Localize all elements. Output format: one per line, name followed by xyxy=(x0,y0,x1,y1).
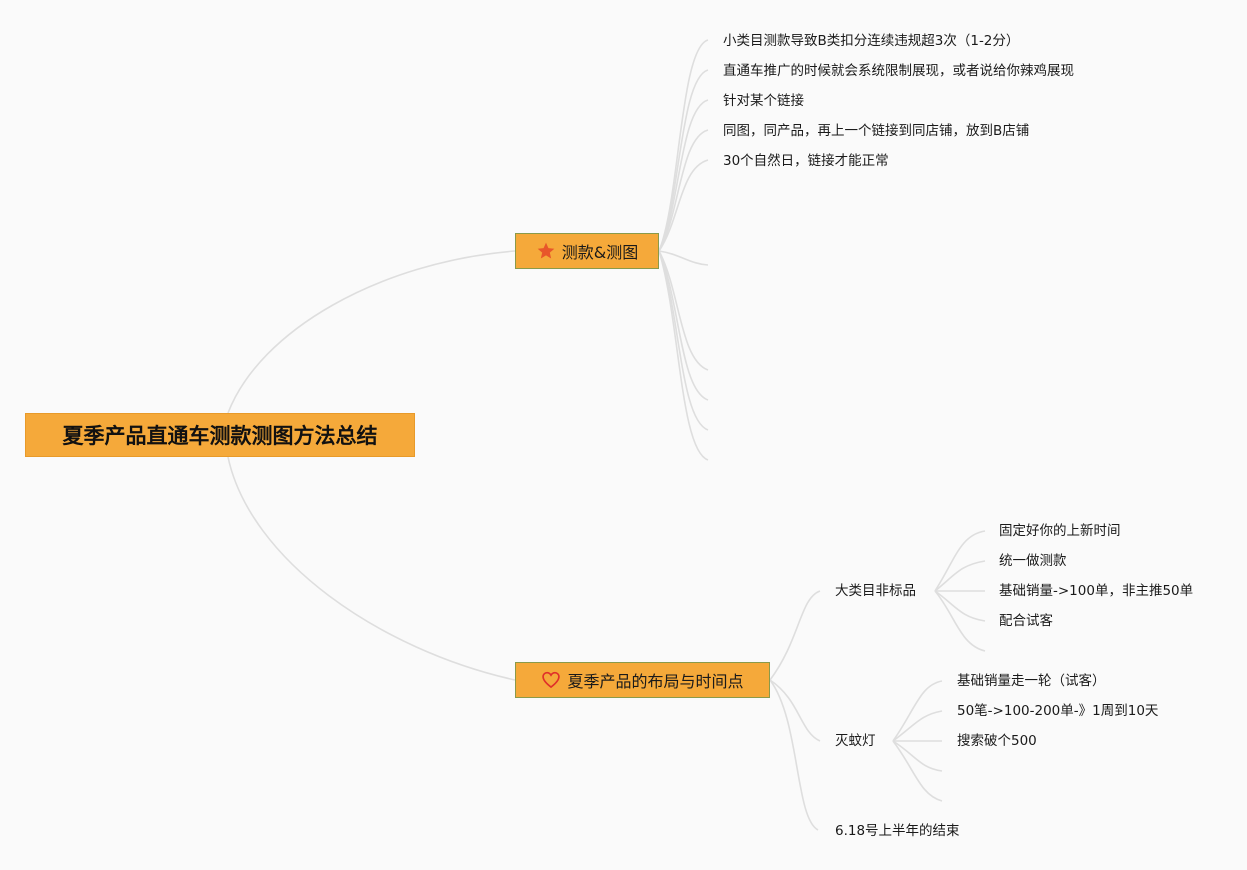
leaf-item[interactable]: 基础销量走一轮（试客） xyxy=(957,673,1106,689)
link-root-b2 xyxy=(227,456,516,681)
leaf-item[interactable]: 基础销量->100单，非主推50单 xyxy=(999,583,1194,599)
leaf-item[interactable]: 搜索破个500 xyxy=(957,733,1037,749)
link-b1-empty3 xyxy=(658,250,709,401)
root-label: 夏季产品直通车测款测图方法总结 xyxy=(62,424,378,448)
leaf-item[interactable]: 小类目测款导致B类扣分连续违规超3次（1-2分） xyxy=(723,33,1020,49)
link-b1-empty1 xyxy=(658,250,709,266)
root-node[interactable]: 夏季产品直通车测款测图方法总结 xyxy=(25,413,415,457)
branch-label: 测款&测图 xyxy=(561,243,639,262)
link-root-b1 xyxy=(227,250,516,414)
link-b2-sub1 xyxy=(769,590,821,681)
link-sub1-item1 xyxy=(934,530,986,592)
link-b1-empty2 xyxy=(658,250,709,371)
leaf-item[interactable]: 统一做测款 xyxy=(999,553,1067,569)
link-sub1-item4 xyxy=(934,590,986,622)
branch-node-test-style[interactable]: 测款&测图 xyxy=(515,233,659,269)
leaf-item[interactable]: 30个自然日，链接才能正常 xyxy=(723,153,889,169)
link-sub2-item2 xyxy=(892,710,943,742)
link-b1-empty5 xyxy=(658,250,709,461)
link-b2-sub3 xyxy=(769,679,819,831)
link-sub1-item2 xyxy=(934,560,986,592)
branch-label: 夏季产品的布局与时间点 xyxy=(567,672,744,691)
link-b1-item3 xyxy=(658,99,709,252)
link-b1-item1 xyxy=(658,39,709,252)
leaf-item[interactable]: 针对某个链接 xyxy=(723,93,804,109)
leaf-item[interactable]: 固定好你的上新时间 xyxy=(999,523,1121,539)
sub-node-large-category[interactable]: 大类目非标品 xyxy=(835,583,916,599)
link-sub2-empty2 xyxy=(892,740,943,802)
link-sub2-item1 xyxy=(892,680,943,742)
sub-node-618[interactable]: 6.18号上半年的结束 xyxy=(835,823,960,839)
heart-icon xyxy=(542,671,561,689)
link-b1-item5 xyxy=(658,159,709,252)
link-b2-sub2 xyxy=(769,679,821,742)
leaf-item[interactable]: 同图，同产品，再上一个链接到同店铺，放到B店铺 xyxy=(723,123,1030,139)
link-b1-item4 xyxy=(658,129,709,252)
link-sub2-empty1 xyxy=(892,740,943,772)
link-b1-item2 xyxy=(658,69,709,252)
leaf-item[interactable]: 配合试客 xyxy=(999,613,1053,629)
link-sub1-empty xyxy=(934,590,986,652)
star-icon xyxy=(537,242,555,259)
leaf-item[interactable]: 直通车推广的时候就会系统限制展现，或者说给你辣鸡展现 xyxy=(723,63,1074,79)
branch-node-summer-layout[interactable]: 夏季产品的布局与时间点 xyxy=(515,662,770,698)
sub-node-mosquito-lamp[interactable]: 灭蚊灯 xyxy=(835,733,876,749)
leaf-item[interactable]: 50笔->100-200单-》1周到10天 xyxy=(957,703,1159,719)
